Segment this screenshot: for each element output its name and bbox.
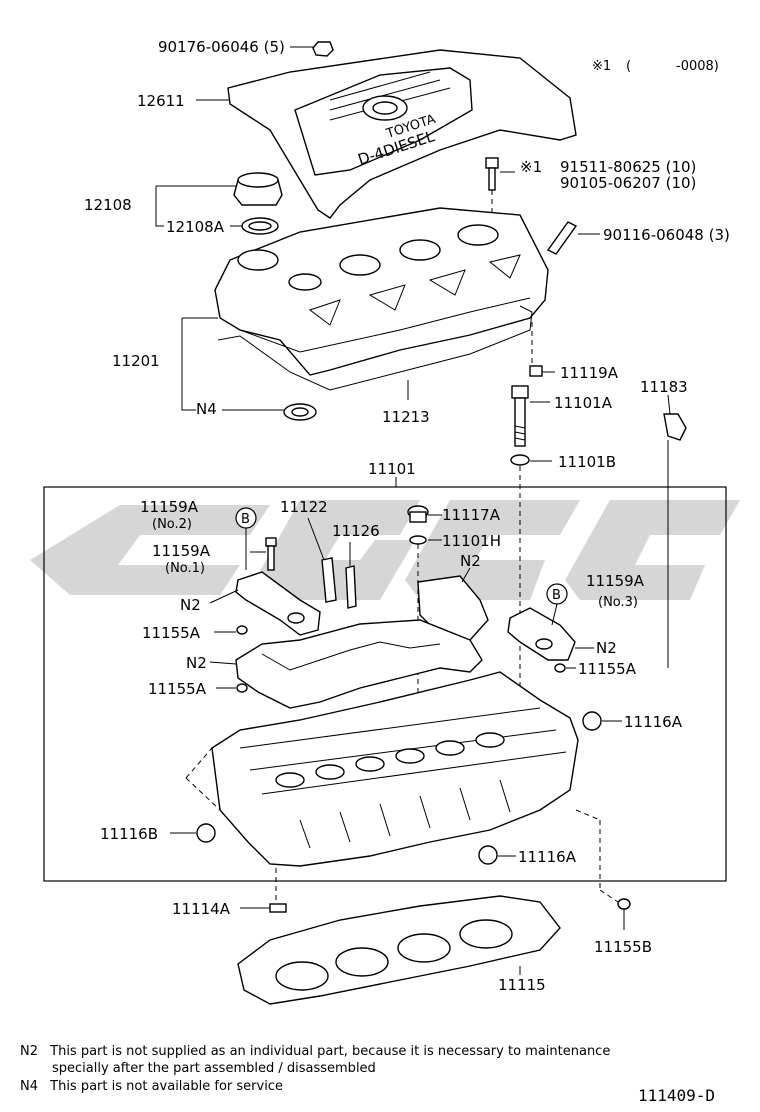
bearing-cap-center [417, 567, 489, 641]
cylinder-head-assy-box [43, 486, 727, 882]
label-11155a-1: 11155A [142, 624, 201, 642]
part-11183 [663, 394, 687, 668]
pin-11155b [575, 809, 631, 930]
label-91511: 91511-80625 (10) [560, 158, 696, 176]
note-n2-code: N2 [20, 1044, 38, 1059]
note-n2-continued: specially after the part assembled / dis… [52, 1061, 376, 1076]
label-11159a-no3: 11159A [586, 572, 645, 590]
note-n4-text: This part is not available for service [50, 1079, 283, 1094]
label-11116a-2: 11116A [518, 848, 577, 866]
label-11122: 11122 [280, 498, 328, 516]
head-gasket [237, 895, 561, 1005]
label-11116b: 11116B [100, 825, 158, 843]
label-no3: (No.3) [598, 595, 638, 610]
label-12108: 12108 [84, 196, 132, 214]
stud-90116 [546, 221, 600, 255]
mark-91511: ※1 [520, 158, 542, 176]
applicability-open: ( [626, 59, 631, 74]
label-11155a-3: 11155A [578, 660, 637, 678]
washer-11101b [510, 454, 552, 700]
label-n2-d: N2 [186, 654, 207, 672]
pin-11155a-3 [554, 663, 576, 673]
cylinder-head [185, 671, 579, 867]
label-11183: 11183 [640, 378, 688, 396]
label-11101b: 11101B [558, 453, 616, 471]
label-no2: (No.2) [152, 517, 192, 532]
note-n2: N2 This part is not supplied as an indiv… [20, 1044, 610, 1059]
diagram-id: 111409-D [638, 1086, 716, 1105]
pin-11119a [529, 322, 555, 377]
label-11117a: 11117A [442, 506, 501, 524]
label-11155a-2: 11155A [148, 680, 207, 698]
badge-b-1-text: B [241, 512, 250, 527]
bearing-cap-no3 [507, 603, 594, 661]
label-90116: 90116-06048 (3) [603, 226, 730, 244]
label-n4: N4 [196, 400, 217, 418]
nut-90176 [290, 41, 334, 57]
plug-11116a-1 [582, 711, 622, 731]
label-n2-c: N2 [596, 639, 617, 657]
label-11159a-no1: 11159A [152, 542, 211, 560]
oil-seal-n4 [222, 403, 317, 421]
camshaft-housing [209, 619, 483, 709]
plug-11116b [170, 823, 216, 843]
label-90176: 90176-06046 (5) [158, 38, 285, 56]
watermark [30, 500, 740, 600]
label-11101h: 11101H [442, 532, 501, 550]
label-no1: (No.1) [165, 561, 205, 576]
pin-11114a [240, 868, 287, 913]
label-11155b: 11155B [594, 938, 652, 956]
label-n2-a: N2 [180, 596, 201, 614]
injector-sleeve-11126 [345, 542, 357, 609]
note-n4: N4 This part is not available for servic… [20, 1079, 283, 1094]
label-11116a-1: 11116A [624, 713, 683, 731]
label-11101: 11101 [368, 460, 416, 478]
note-n2-text2: specially after the part assembled / dis… [52, 1061, 376, 1076]
label-11119a: 11119A [560, 364, 619, 382]
oil-filler-cap [155, 172, 283, 235]
pin-11155a-2 [216, 683, 248, 693]
bolt-11159a [250, 537, 277, 571]
pin-11155a-1 [214, 625, 248, 635]
cylinder-head-cover [181, 207, 549, 411]
label-11159a-no2: 11159A [140, 498, 199, 516]
bearing-cap-no1 [209, 571, 321, 636]
label-11115: 11115 [498, 976, 546, 994]
label-11201: 11201 [112, 352, 160, 370]
bolt-11101a [511, 385, 550, 447]
applicability-range: -0008) [676, 59, 719, 74]
label-90105: 90105-06207 (10) [560, 174, 696, 192]
label-n2-b: N2 [460, 552, 481, 570]
note-n4-code: N4 [20, 1079, 38, 1094]
badge-b-2-text: B [552, 588, 561, 603]
plug-11116a-2 [478, 845, 516, 865]
head-cover-gasket [217, 305, 533, 400]
label-12108a: 12108A [166, 218, 225, 236]
label-11213: 11213 [382, 408, 430, 426]
engine-cover: TOYOTA D-4DIESEL [196, 49, 577, 219]
note-n2-text: This part is not supplied as an individu… [50, 1044, 611, 1059]
injector-sleeve-11122 [307, 517, 337, 603]
applicability-mark: ※1 [592, 59, 611, 74]
label-11114a: 11114A [172, 900, 231, 918]
label-11101a: 11101A [554, 394, 613, 412]
label-11126: 11126 [332, 522, 380, 540]
label-12611: 12611 [137, 92, 185, 110]
